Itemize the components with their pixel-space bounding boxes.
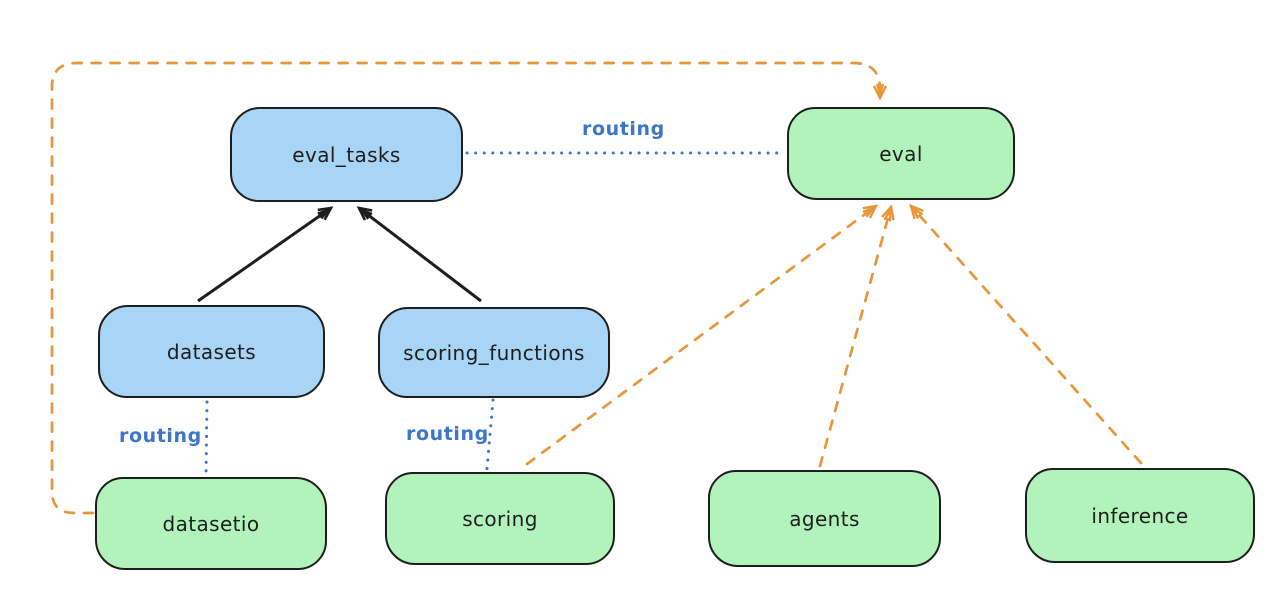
- node-label-agents: agents: [789, 506, 860, 531]
- edge-agents-to-eval: [818, 204, 895, 468]
- edge-datasetio-to-eval-loop: [50, 61, 888, 515]
- node-label-datasetio: datasetio: [162, 511, 260, 536]
- node-eval: eval: [787, 107, 1015, 200]
- node-datasets: datasets: [98, 305, 325, 398]
- routing-label-datasets-datasetio: routing: [119, 425, 202, 447]
- node-eval-tasks: eval_tasks: [230, 107, 463, 202]
- edge-datasets-to-eval-tasks: [197, 206, 334, 303]
- node-agents: agents: [708, 470, 941, 567]
- node-label-scoring-functions: scoring_functions: [403, 340, 585, 365]
- node-datasetio: datasetio: [95, 477, 327, 570]
- node-label-inference: inference: [1091, 503, 1189, 528]
- node-label-eval: eval: [879, 141, 923, 166]
- edge-scoring-functions-to-eval-tasks: [356, 206, 482, 303]
- routing-label-scoring-functions-scoring: routing: [406, 423, 489, 445]
- edge-scoring-to-eval: [525, 204, 879, 466]
- routing-label-eval-tasks-eval: routing: [582, 118, 665, 140]
- node-label-datasets: datasets: [166, 339, 257, 364]
- node-inference: inference: [1025, 468, 1255, 563]
- node-label-eval-tasks: eval_tasks: [292, 142, 401, 167]
- node-scoring-functions: scoring_functions: [378, 307, 610, 398]
- edge-routing-scoring-functions-to-scoring: [485, 398, 495, 471]
- edge-inference-to-eval: [909, 204, 1143, 465]
- edge-routing-datasets-to-datasetio: [204, 400, 209, 476]
- node-label-scoring: scoring: [462, 506, 538, 531]
- node-scoring: scoring: [385, 472, 615, 565]
